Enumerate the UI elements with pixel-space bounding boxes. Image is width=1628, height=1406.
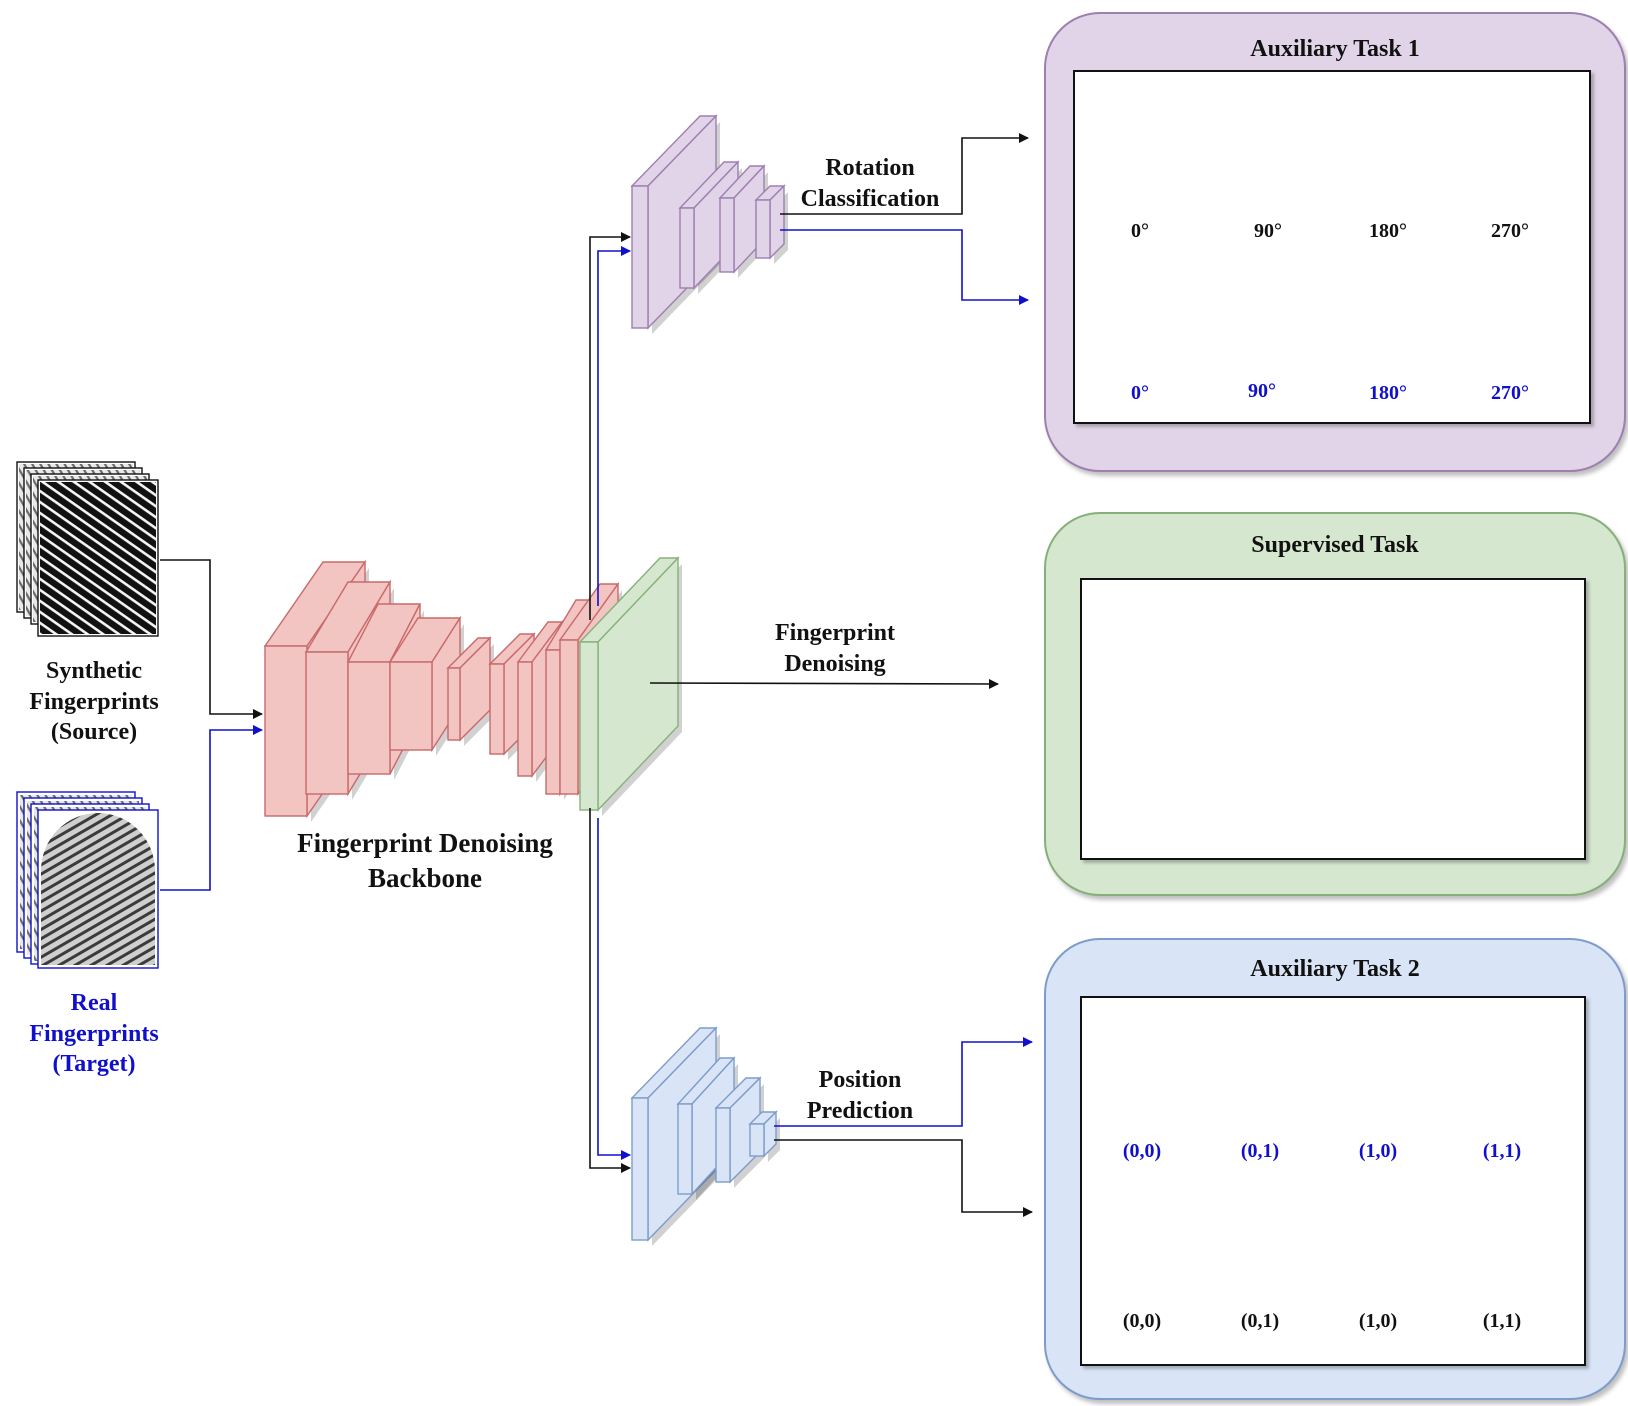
fingerprint-denoising-label: Fingerprint Denoising — [760, 618, 910, 679]
aux-task-1-panel: Auxiliary Task 1 0° 90° 180° 270° 0° 90°… — [1044, 12, 1626, 472]
position-caption: (1,0) — [1358, 1140, 1398, 1162]
block-front-face — [749, 1123, 765, 1157]
source-label-line: Fingerprints — [29, 688, 159, 715]
rotation-head-layer — [754, 184, 788, 264]
block-front-face — [677, 1103, 693, 1195]
backbone-layer — [446, 636, 494, 746]
block-front-face — [545, 649, 561, 795]
block-front-face — [559, 639, 579, 795]
backbone-label-line: Fingerprint Denoising — [297, 828, 553, 858]
block-front-face — [347, 661, 391, 775]
block-front-face — [755, 199, 771, 259]
rotation-caption: 180° — [1369, 220, 1407, 242]
target-to-backbone-arrow — [160, 725, 263, 891]
rotation-to-aux1-arrow-target — [780, 229, 1029, 305]
rotation-caption: 270° — [1491, 382, 1529, 404]
rotation-caption: 90° — [1248, 380, 1276, 402]
block-front-face — [489, 663, 505, 755]
target-label-line: (Target) — [52, 1051, 136, 1078]
block-front-face — [305, 651, 349, 795]
rotation-caption: 0° — [1131, 220, 1149, 242]
position-prediction-label: Position Prediction — [790, 1065, 930, 1126]
rotation-classification-label: Rotation Classification — [790, 153, 950, 214]
position-caption: (0,1) — [1240, 1140, 1280, 1162]
branch-label-line: Denoising — [784, 650, 886, 677]
target-label-line: Fingerprints — [29, 1020, 159, 1047]
supervised-task-image-frame — [1080, 578, 1586, 860]
rotation-caption: 270° — [1491, 220, 1529, 242]
denoising-output-layer — [578, 556, 682, 816]
block-front-face — [631, 1097, 649, 1241]
target-fingerprint — [41, 813, 155, 965]
block-front-face — [517, 661, 533, 777]
rotation-caption: 90° — [1254, 220, 1282, 242]
rotation-to-aux1-arrow — [780, 133, 1029, 215]
position-caption: (1,0) — [1358, 1310, 1398, 1332]
backbone-to-rotation-arrow — [589, 232, 631, 620]
block-front-face — [715, 1107, 731, 1183]
block-front-face — [389, 661, 433, 751]
position-to-aux2-arrow-target — [774, 1037, 1033, 1127]
fingerprint-texture — [40, 482, 156, 634]
aux-task-2-title: Auxiliary Task 2 — [1250, 956, 1420, 982]
source-label-line: (Source) — [50, 719, 138, 746]
position-caption: (1,1) — [1482, 1140, 1522, 1162]
target-label-line: Real — [70, 990, 118, 1016]
aux-task-2-image-frame: (0,0) (0,1) (1,0) (1,1) (0,0) (0,1) (1,0… — [1080, 996, 1586, 1366]
rotation-caption: 0° — [1131, 382, 1149, 404]
backbone-to-rotation-arrow-target — [597, 246, 631, 606]
block-front-face — [264, 645, 308, 817]
backbone-to-position-arrow-target — [597, 818, 631, 1160]
source-label: Synthetic Fingerprints (Source) — [14, 656, 174, 748]
block-front-face — [719, 197, 735, 273]
aux-task-2-panel: Auxiliary Task 2 (0,0) (0,1) (1,0) (1,1)… — [1044, 938, 1626, 1400]
branch-label-line: Position — [818, 1067, 902, 1093]
branch-label-line: Classification — [800, 185, 940, 212]
rotation-caption: 180° — [1369, 382, 1407, 404]
fingerprint-tip — [41, 813, 155, 929]
block-front-face — [631, 185, 649, 329]
branch-label-line: Prediction — [806, 1097, 914, 1124]
supervised-task-title: Supervised Task — [1251, 532, 1419, 558]
position-to-aux2-arrow — [774, 1139, 1033, 1217]
source-label-line: Synthetic — [46, 658, 142, 684]
position-head-layer — [748, 1110, 780, 1162]
backbone-to-position-arrow — [589, 808, 631, 1173]
aux-task-1-image-frame: 0° 90° 180° 270° 0° 90° 180° 270° — [1073, 70, 1591, 424]
position-caption: (0,0) — [1122, 1140, 1162, 1162]
branch-label-line: Fingerprint — [775, 620, 895, 646]
position-caption: (0,1) — [1240, 1310, 1280, 1332]
position-caption: (1,1) — [1482, 1310, 1522, 1332]
branch-label-line: Rotation — [825, 155, 915, 181]
block-front-face — [447, 667, 461, 741]
position-caption: (0,0) — [1122, 1310, 1162, 1332]
source-fingerprint — [40, 482, 156, 634]
source-to-backbone-arrow — [160, 559, 263, 719]
backbone-label: Fingerprint Denoising Backbone — [270, 826, 580, 895]
backbone-label-line: Backbone — [367, 862, 483, 893]
target-label: Real Fingerprints (Target) — [14, 988, 174, 1080]
aux-task-1-title: Auxiliary Task 1 — [1250, 36, 1420, 62]
block-front-face — [679, 207, 695, 289]
supervised-task-panel: Supervised Task — [1044, 512, 1626, 896]
denoising-to-supervised-arrow — [649, 678, 999, 689]
block-front-face — [579, 641, 599, 811]
